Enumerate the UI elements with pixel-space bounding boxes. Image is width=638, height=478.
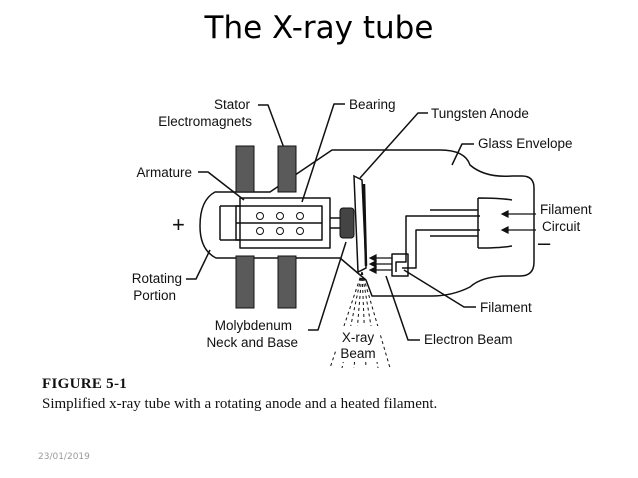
filament-circuit-arrows bbox=[500, 210, 536, 234]
leader-anode bbox=[359, 112, 428, 179]
bearing-balls bbox=[256, 212, 304, 235]
slide-date: 23/01/2019 bbox=[38, 452, 90, 462]
label-bearing: Bearing bbox=[349, 97, 396, 112]
cathode-neck bbox=[430, 197, 513, 249]
leader-glass bbox=[451, 143, 474, 166]
filament-circuit-wires bbox=[395, 215, 480, 272]
leader-filament bbox=[403, 269, 476, 308]
figure-heading: FIGURE 5-1 bbox=[42, 376, 128, 392]
label-molybdenum-line2: Neck and Base bbox=[206, 335, 298, 350]
xray-label-bg bbox=[336, 326, 380, 362]
leader-bearing bbox=[301, 103, 345, 203]
glass-envelope-outline bbox=[199, 149, 535, 297]
leader-armature bbox=[198, 171, 245, 201]
focusing-cup bbox=[391, 253, 409, 277]
label-filament: Filament bbox=[480, 300, 532, 315]
label-stator-line2: Electromagnets bbox=[158, 114, 252, 129]
anode-hub bbox=[339, 207, 355, 239]
label-xray-line2: Beam bbox=[340, 346, 375, 361]
rotor-housing bbox=[219, 197, 331, 249]
label-stator-line1: Stator bbox=[214, 97, 251, 112]
leader-stator bbox=[258, 104, 285, 149]
tungsten-anode-disk bbox=[353, 174, 367, 274]
leader-rotating bbox=[186, 249, 211, 280]
label-electron-beam: Electron Beam bbox=[424, 332, 513, 347]
label-molybdenum-line1: Molybdenum bbox=[215, 318, 292, 333]
electron-beam-arrows bbox=[368, 254, 392, 274]
label-filament-circuit-line1: Filament bbox=[540, 202, 592, 217]
slide-title: The X-ray tube bbox=[204, 10, 434, 46]
minus-sign: – bbox=[538, 230, 551, 255]
figure-caption: Simplified x-ray tube with a rotating an… bbox=[42, 396, 438, 412]
stator-electromagnets bbox=[235, 145, 297, 309]
leader-electron-beam bbox=[385, 275, 420, 341]
label-xray-line1: X-ray bbox=[342, 330, 375, 345]
label-rotating-line2: Portion bbox=[133, 288, 176, 303]
anode-target-face bbox=[362, 183, 368, 267]
label-armature: Armature bbox=[136, 165, 192, 180]
label-tungsten-anode: Tungsten Anode bbox=[431, 106, 529, 121]
plus-sign: + bbox=[172, 212, 185, 237]
label-filament-circuit-line2: Circuit bbox=[542, 219, 581, 234]
leader-molybdenum bbox=[308, 241, 347, 331]
label-glass-envelope: Glass Envelope bbox=[478, 136, 573, 151]
label-rotating-line1: Rotating bbox=[132, 271, 182, 286]
